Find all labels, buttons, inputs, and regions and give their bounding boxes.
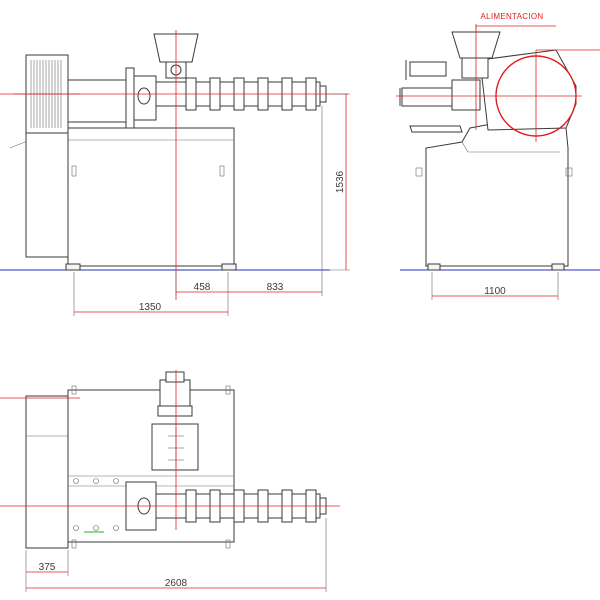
dim-2608-label: 2608 — [165, 578, 188, 589]
plan-frame-tab-left — [71, 385, 77, 395]
side-valve-lower — [401, 87, 453, 107]
front-view — [0, 30, 348, 300]
side-panel-line — [461, 141, 560, 153]
plan-hopper-drive — [157, 405, 193, 417]
inspection-port — [137, 87, 151, 105]
side-handle-right — [565, 167, 573, 177]
dim-1100-label: 1100 — [484, 286, 506, 297]
side-foot-left — [427, 263, 441, 271]
front-dimensions: 1536 458 833 1350 — [73, 93, 350, 316]
dim-1350-label: 1350 — [139, 302, 162, 313]
plan-dimensions: 375 2608 — [25, 518, 327, 592]
side-valve-upper — [409, 61, 447, 77]
pulley-guard — [479, 49, 577, 131]
side-hopper-neck — [461, 57, 489, 79]
machine-frame — [67, 127, 235, 267]
plan-bolts — [73, 478, 119, 531]
feed-leader — [475, 25, 556, 30]
side-view: ALIMENTACION — [396, 12, 600, 271]
foot-right — [221, 263, 237, 271]
dim-375-label: 375 — [39, 562, 56, 573]
dim-833-label: 833 — [267, 282, 284, 293]
dim-458-label: 458 — [194, 282, 211, 293]
feed-label: ALIMENTACION — [480, 12, 543, 21]
dim-height-label: 1536 — [335, 170, 346, 193]
gearbox — [67, 79, 127, 123]
gearbox-flange — [125, 67, 135, 129]
frame-handle-left — [71, 165, 77, 177]
plan-hopper-box — [151, 423, 199, 471]
plan-hopper-motor — [159, 379, 191, 407]
plan-motor — [25, 395, 69, 549]
plan-frame-tab-right — [225, 385, 231, 395]
side-foot-right — [551, 263, 565, 271]
side-gear-stub — [451, 79, 481, 111]
plan-hopper-motor-cap — [165, 371, 185, 383]
frame-handle-right — [219, 165, 225, 177]
foot-left — [65, 263, 81, 271]
front-panel-left — [25, 132, 69, 258]
side-handle-left — [415, 167, 423, 177]
side-dimensions: 1100 — [431, 272, 559, 300]
side-tray — [409, 125, 463, 133]
plan-view — [0, 370, 340, 549]
gearbox-collar — [133, 75, 157, 121]
